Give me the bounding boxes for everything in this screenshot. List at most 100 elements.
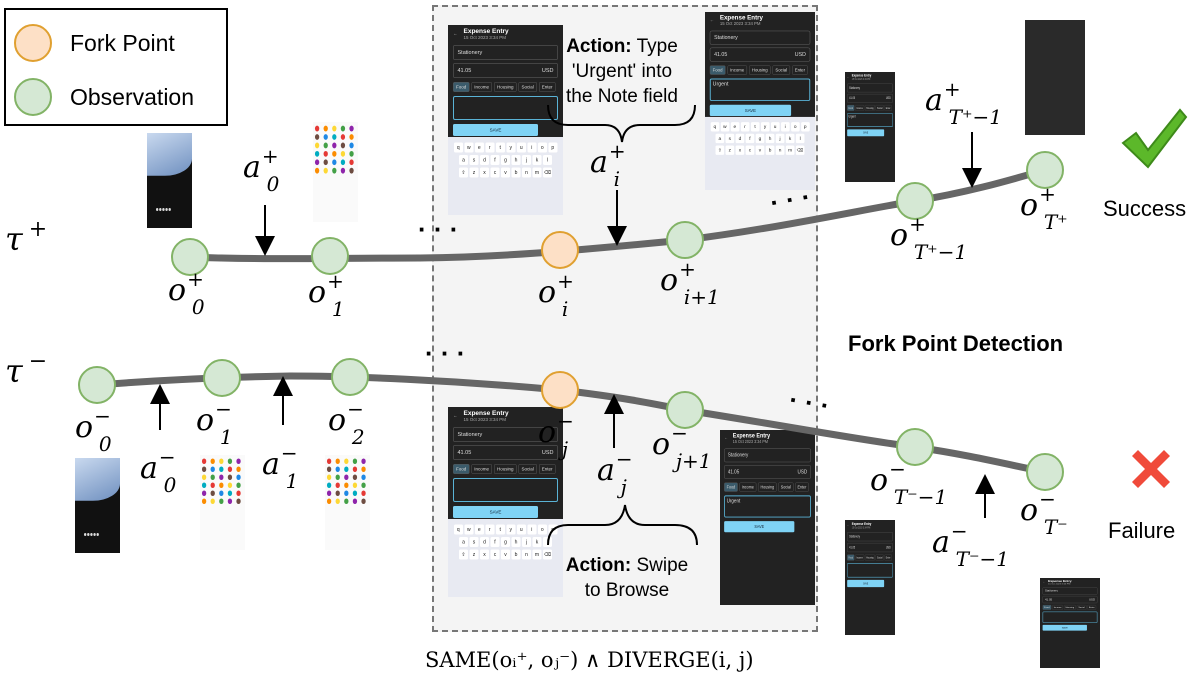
symbol: a (140, 451, 158, 486)
action-text: Swipe (631, 555, 689, 576)
superscript: − (557, 409, 574, 433)
subscript: j (558, 437, 568, 461)
symbol: o (538, 275, 556, 310)
symbol: o (1020, 188, 1038, 223)
superscript: + (679, 257, 696, 281)
superscript: − (215, 397, 232, 421)
legend-fork: Fork Point (14, 24, 175, 62)
subscript: 1 (332, 297, 345, 321)
observation-node-positive (1026, 151, 1064, 189)
legend-fork-label: Fork Point (70, 29, 175, 56)
observation-label-negative: o− 0 (75, 404, 112, 456)
action-text: 'Urgent' into (571, 61, 673, 82)
action-text: Type (631, 36, 678, 57)
superscript: + (557, 269, 574, 293)
action-label: Action: (566, 36, 632, 57)
action-label-positive: a+T⁺−1 (925, 77, 1002, 129)
failure-label: Failure (1108, 518, 1176, 543)
legend-observation-label: Observation (70, 83, 195, 110)
symbol: o (660, 263, 678, 298)
action-label: Action: (565, 555, 632, 576)
action-text: to Browse (584, 580, 670, 601)
subscript: i (562, 297, 568, 321)
superscript: − (889, 457, 906, 481)
observation-label-negative: o−T⁻ (1020, 487, 1068, 539)
action-label-negative: a− j (597, 447, 633, 499)
observation-node-negative (666, 391, 704, 429)
phone-screenshot-hist (1025, 20, 1085, 135)
subscript: T⁺ (1044, 210, 1068, 234)
trajectory-label-positive: τ+ (5, 217, 47, 258)
symbol: a (597, 453, 615, 488)
observation-label-positive: o+ i (538, 269, 574, 321)
superscript: − (281, 441, 298, 465)
symbol: a (243, 150, 261, 185)
subscript: T⁻−1 (894, 485, 947, 509)
observation-label-negative: o−j (538, 409, 574, 461)
symbol: o (890, 218, 908, 253)
subscript: T⁺−1 (914, 240, 967, 264)
action-positive-caption: Action: Type 'Urgent' into the Note fiel… (552, 34, 692, 109)
observation-label-negative: o− 1 (196, 397, 233, 449)
symbol: o (652, 427, 670, 462)
action-text: the Note field (566, 86, 678, 107)
action-label-negative: a−T⁻−1 (932, 519, 1009, 571)
subscript: i (614, 167, 620, 191)
observation-label-positive: o+0 (168, 267, 205, 319)
symbol: o (168, 273, 186, 308)
observation-label-positive: o+T⁺ (1020, 182, 1068, 234)
ellipsis: · · · (425, 338, 465, 368)
subscript: T⁻−1 (956, 547, 1009, 571)
superscript: − (616, 447, 633, 471)
success-label: Success (1103, 196, 1187, 221)
symbol: a (590, 145, 608, 180)
superscript: − (347, 397, 364, 421)
superscript: − (94, 404, 111, 428)
symbol: o (196, 403, 214, 438)
action-label-positive: a+0 (243, 144, 280, 196)
symbol: a (262, 447, 280, 482)
trajectory-label-negative: τ− (5, 349, 47, 390)
observation-node-negative (78, 366, 116, 404)
subscript: 0 (99, 432, 112, 456)
subscript: 2 (351, 425, 365, 449)
observation-node-positive (311, 237, 349, 275)
observation-label-negative: o−2 (328, 397, 365, 449)
observation-label-positive: o+1 (308, 269, 345, 321)
subscript: j (617, 475, 627, 499)
phone-screenshot-drawer (325, 455, 370, 550)
symbol: o (75, 410, 93, 445)
phone-screenshot-home (75, 458, 120, 553)
superscript: + (609, 139, 626, 163)
symbol: o (308, 275, 326, 310)
subscript: 0 (164, 473, 177, 497)
legend-observation: Observation (14, 78, 194, 116)
observation-node-positive (171, 238, 209, 276)
phone-screenshot-drawer (200, 455, 245, 550)
symbol: a (932, 525, 950, 560)
subscript: 1 (220, 425, 233, 449)
observation-label-negative: o−j+1 (652, 421, 712, 473)
subscript: T⁺−1 (949, 105, 1002, 129)
subscript: 0 (267, 172, 280, 196)
superscript: + (262, 144, 279, 168)
observation-node-positive (896, 182, 934, 220)
phone-screenshot-drawer (313, 122, 358, 222)
observation-node-negative (896, 428, 934, 466)
symbol: a (925, 83, 943, 118)
action-label-positive: a+ i (590, 139, 626, 191)
subscript: 1 (286, 469, 299, 493)
subscript: i+1 (684, 285, 720, 309)
action-negative-caption: Action: Swipe to Browse (552, 553, 702, 603)
observation-swatch (14, 78, 52, 116)
fork-node-positive (541, 231, 579, 269)
check-icon (1121, 108, 1188, 169)
superscript: − (159, 445, 176, 469)
superscript: − (671, 421, 688, 445)
